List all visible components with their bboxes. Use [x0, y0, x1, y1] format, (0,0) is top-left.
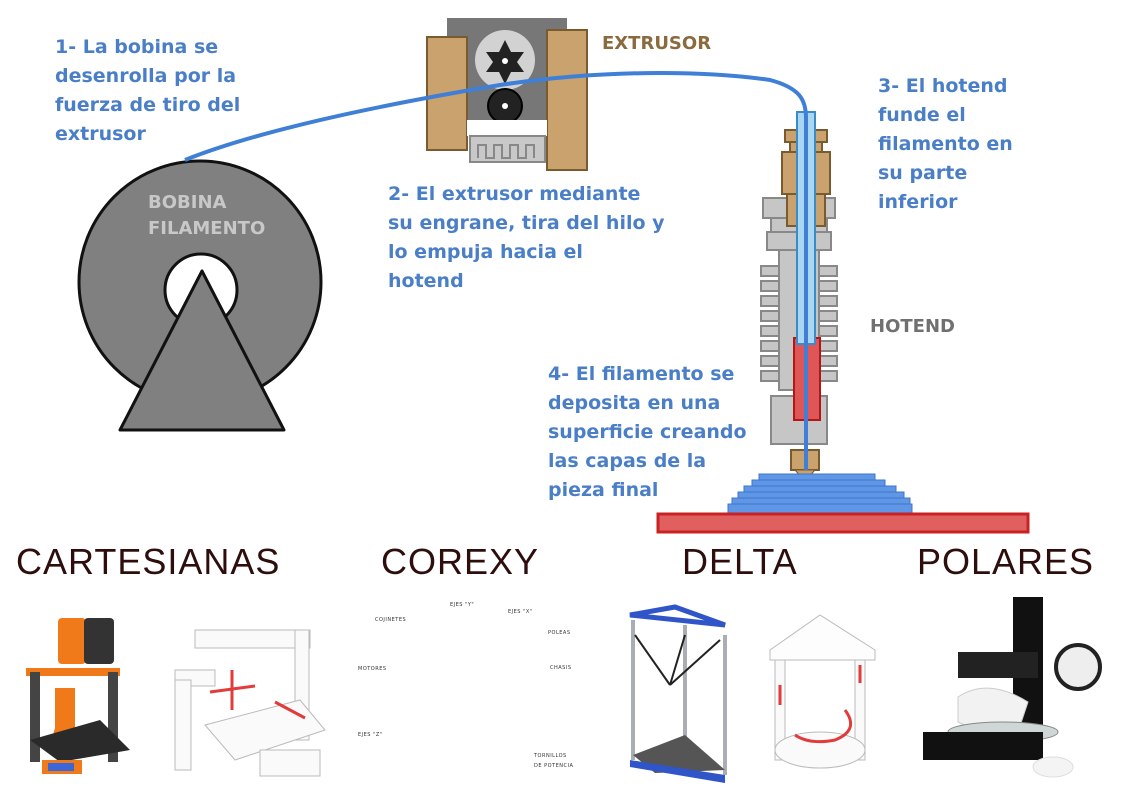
step-1-text: 1- La bobina se desenrolla por la fuerza…: [55, 36, 241, 145]
printed-layers: [727, 473, 913, 515]
filament-line: [184, 71, 808, 470]
svg-text:EJES "X": EJES "X": [508, 609, 533, 615]
svg-text:MOTORES: MOTORES: [358, 666, 387, 672]
delta-schematic-image: [769, 614, 876, 769]
category-corexy: COREXY: [381, 541, 540, 582]
step-3-text: 3- El hotend funde el filamento en su pa…: [878, 75, 1013, 213]
hotend-label: HOTEND: [870, 316, 955, 337]
corexy-callouts: EJES "Y" EJES "X" COJINETES POLEAS MOTOR…: [358, 602, 573, 769]
category-cartesianas: CARTESIANAS: [16, 541, 281, 582]
print-bed: [656, 512, 1030, 534]
step-4-text: 4- El filamento se deposita en una super…: [548, 363, 747, 501]
svg-text:POLEAS: POLEAS: [548, 630, 571, 636]
category-delta: DELTA: [682, 541, 798, 582]
filament-spool: [77, 159, 323, 432]
step-2-text: 2- El extrusor mediante su engrane, tira…: [388, 183, 665, 292]
svg-text:TORNILLOS: TORNILLOS: [533, 753, 567, 759]
svg-text:EJES "Z": EJES "Z": [358, 732, 383, 738]
category-polares: POLARES: [917, 541, 1095, 582]
svg-text:EJES "Y": EJES "Y": [450, 602, 474, 608]
spool-label: BOBINA FILAMENTO: [148, 192, 266, 239]
svg-text:DE POTENCIA: DE POTENCIA: [534, 763, 573, 769]
cartesian-schematic-image: [174, 629, 326, 777]
svg-text:COJINETES: COJINETES: [375, 617, 406, 623]
polar-printer-image: [923, 597, 1102, 778]
extruder-label: EXTRUSOR: [602, 33, 712, 54]
cartesian-printer-image: [26, 618, 130, 774]
delta-printer-image: [629, 604, 727, 783]
hotend-assembly: [760, 111, 838, 479]
svg-text:CHASIS: CHASIS: [550, 665, 572, 671]
